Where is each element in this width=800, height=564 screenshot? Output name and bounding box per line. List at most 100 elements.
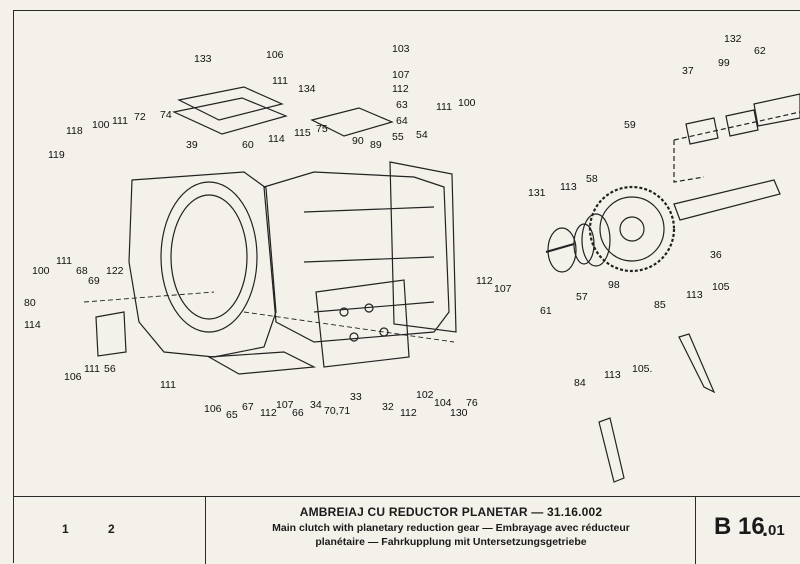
code-cell: B 16 . 01 [696,497,800,564]
part-label: 111 [84,363,100,375]
part-label: 76 [466,397,478,409]
part-label: 62 [754,45,766,57]
part-label: 56 [104,363,116,375]
part-label: 74 [160,109,172,121]
part-label: 33 [350,391,362,403]
part-label: 105 [712,281,730,293]
gear-59 [588,185,676,273]
part-label: 98 [608,279,620,291]
part-label: 111 [160,379,176,391]
part-label: 37 [682,65,694,77]
part-label: 130 [450,407,468,419]
part-label: 66 [292,407,304,419]
part-label: 133 [194,53,212,65]
sleeve-132 [753,93,800,127]
disc-57 [573,223,595,265]
part-label: 72 [134,111,146,123]
part-label: 112 [476,275,493,287]
part-label: 115 [294,127,311,139]
side-plate-54 [389,161,457,333]
part-label: 58 [586,173,598,185]
part-label: 89 [370,139,382,151]
title-block: 1 2 AMBREIAJ CU REDUCTOR PLANETAR — 31.1… [14,496,800,564]
part-label: 80 [24,297,36,309]
signature-cell: 1 2 [14,497,206,564]
disc-58 [581,213,611,267]
title-cell: AMBREIAJ CU REDUCTOR PLANETAR — 31.16.00… [206,497,696,564]
part-label: 68 [76,265,88,277]
cover-56 [95,311,127,357]
part-label: 111 [436,101,452,113]
bottom-plate-65 [206,351,317,375]
part-label: 99 [718,57,730,69]
valve-block-33 [315,279,410,368]
part-label: 57 [576,291,588,303]
gearbox-body-part [263,171,450,343]
part-label: 100 [458,97,476,109]
part-label: 70,71 [324,405,350,417]
sheet-code-dot: . [762,516,769,541]
housing-bore [160,181,258,333]
part-label: 112 [400,407,417,419]
top-cover-133 [177,86,284,121]
part-label: 104 [434,397,452,409]
part-label: 113 [560,181,577,193]
part-label: 39 [186,139,198,151]
part-label: 114 [268,133,285,145]
part-label: 59 [624,119,636,131]
part-label: 107 [276,399,294,411]
bearing-99 [725,109,759,137]
part-label: 90 [352,135,364,147]
part-label: 84 [574,377,586,389]
part-label: 67 [242,401,254,413]
bearing-37 [685,117,719,145]
lever-84 [598,417,625,483]
part-label: 107 [494,283,512,295]
part-label: 132 [724,33,742,45]
title-line-3: planétaire — Fahrkupplung mit Untersetzu… [315,536,587,548]
part-label: 113 [686,289,703,301]
part-label: 32 [382,401,394,413]
part-label: 100 [32,265,50,277]
lever-85 [678,333,716,394]
part-label: 114 [24,319,41,331]
part-label: 36 [710,249,722,261]
part-label: 102 [416,389,434,401]
part-label: 65 [226,409,238,421]
part-label: 112 [260,407,277,419]
part-label: 61 [540,305,552,317]
sheet-code-sub: 01 [768,522,785,539]
part-label: 106 [64,371,82,383]
part-label: 55 [392,131,404,143]
exploded-parts-diagram: 133 106 111 103 107 112 134 63 64 111 10… [24,33,800,483]
part-label: 112 [392,83,409,95]
part-label: 111 [112,115,128,127]
part-label: 113 [604,369,621,381]
page-frame [13,10,800,563]
part-label: 60 [242,139,254,151]
shaft-36 [673,179,781,221]
part-label: 106 [266,49,284,61]
part-label: 105. [632,363,652,375]
part-label: 119 [48,149,65,161]
part-label: 111 [56,255,72,267]
part-label: 63 [396,99,408,111]
part-label: 34 [310,399,322,411]
sheet-code: B 16 [714,513,765,540]
part-label: 122 [106,265,124,277]
part-label: 54 [416,129,428,141]
part-number-labels: 133 106 111 103 107 112 134 63 64 111 10… [24,33,766,421]
top-cover-63 [310,107,394,137]
signature-1: 1 [62,522,69,536]
part-label: 85 [654,299,666,311]
part-label: 64 [396,115,408,127]
part-label: 69 [88,275,100,287]
bolt-61 [545,243,575,253]
part-label: 103 [392,43,410,55]
part-label: 100 [92,119,110,131]
title-translations: Main clutch with planetary reduction gea… [206,521,696,549]
clutch-housing-part [128,171,277,358]
title-line-2: Main clutch with planetary reduction gea… [272,522,630,534]
part-label: 131 [528,187,546,199]
part-label: 75 [316,123,328,135]
